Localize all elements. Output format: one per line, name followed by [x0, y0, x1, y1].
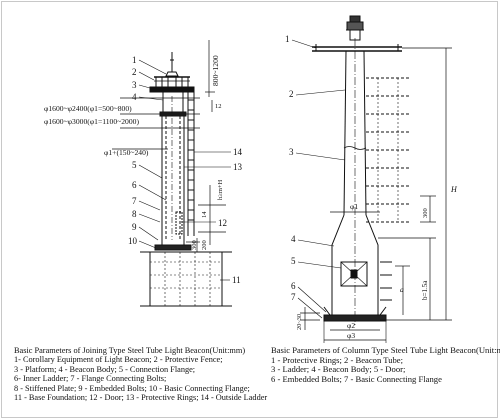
left-caption-line-2: 3 - Platform; 4 - Beacon Body; 5 - Conne…	[14, 364, 196, 374]
left-num-2: 2	[132, 67, 137, 77]
right-num-2: 2	[289, 89, 294, 99]
right-num-5: 5	[291, 256, 296, 266]
right-caption: Basic Parameters of Column Type Steel Tu…	[271, 345, 500, 384]
dim-300-right: 300	[422, 208, 429, 218]
upper-tube	[162, 91, 184, 113]
right-labels: 1 2 3 4 5 6 7	[285, 34, 296, 302]
dim-a: a	[400, 285, 404, 294]
basic-connecting-flange	[323, 306, 387, 322]
right-num-6: 6	[291, 281, 296, 291]
base-foundation	[140, 251, 232, 307]
dim-top-height: 800~1200	[211, 55, 220, 86]
left-num-6: 6	[132, 180, 137, 190]
joining-type-beacon-diagram	[112, 40, 232, 307]
left-num-12: 12	[218, 218, 227, 228]
left-num-8: 8	[132, 209, 137, 219]
dim-d2: φ1600~φ3000(φ1=1100~2000)	[44, 117, 139, 126]
left-num-14: 14	[233, 147, 243, 157]
left-caption-title: Basic Parameters of Joining Type Steel T…	[14, 346, 246, 355]
right-caption-line-1: 1 - Protective Rings; 2 - Beacon Tube;	[271, 354, 403, 365]
left-caption-line-4: 8 - Stiffened Plate; 9 - Embedded Bolts;…	[14, 383, 250, 393]
embedded-bolts	[380, 261, 392, 301]
right-caption-title: Basic Parameters of Column Type Steel Tu…	[271, 345, 500, 355]
right-caption-line-2: 3 - Ladder; 4 - Beacon Body; 5 - Door;	[271, 364, 406, 375]
left-num-7: 7	[132, 196, 137, 206]
lamp-icon	[165, 52, 179, 77]
dim-phi3: φ3	[347, 331, 355, 340]
left-num-11: 11	[232, 275, 241, 285]
column-type-beacon-diagram	[291, 15, 452, 343]
door	[340, 261, 368, 287]
left-num-3: 3	[132, 80, 137, 90]
right-num-7: 7	[291, 292, 296, 302]
dim-d1: φ1600~φ2400(φ1=500~800)	[44, 104, 132, 113]
dim-20-30: 20~30	[296, 314, 303, 330]
dim-phi1: φ1	[350, 202, 358, 211]
left-caption-line-1: 1- Corollary Equipment of Light Beacon; …	[14, 355, 223, 365]
dim-h: h≥m+H	[217, 179, 224, 200]
dim-phi2: φ2	[347, 321, 355, 330]
left-num-1: 1	[132, 55, 137, 65]
protective-fence	[154, 76, 190, 87]
lamp-icon	[346, 15, 364, 41]
left-caption-line-5: 11 - Base Foundation; 12 - Door; 13 - Pr…	[14, 393, 268, 403]
right-caption-line-3: 6 - Embedded Bolts; 7 - Basic Connecting…	[271, 373, 442, 384]
basic-flange	[154, 244, 192, 251]
dim-b: b=1.5a	[421, 280, 429, 300]
right-num-4: 4	[291, 234, 296, 244]
dim-300: 300	[191, 240, 198, 250]
left-caption: Basic Parameters of Joining Type Steel T…	[14, 346, 276, 402]
left-num-10: 10	[128, 236, 138, 246]
right-dimensions: H 300 φ1 b=1.5a a φ2 φ3 20~30	[296, 185, 458, 340]
door	[175, 211, 183, 235]
left-dimensions: 800~1200 12 φ1600~φ2400(φ1=500~800) φ160…	[44, 55, 224, 250]
beacon-body	[161, 96, 185, 245]
ladder	[366, 77, 410, 223]
right-num-1: 1	[285, 34, 290, 44]
left-num-4: 4	[132, 92, 137, 102]
left-labels: 1 2 3 4 5 6 7 8 9 10 11 12 13 14	[128, 55, 243, 285]
left-num-13: 13	[233, 162, 243, 172]
right-num-3: 3	[289, 147, 294, 157]
dim-d3: φ1+(150~240)	[104, 148, 149, 157]
left-num-9: 9	[132, 222, 137, 232]
protective-ring-top	[312, 44, 402, 52]
platform	[149, 86, 195, 93]
dim-H: H	[450, 185, 458, 194]
left-caption-line-3: 6- Inner Ladder; 7 - Flange Connecting B…	[14, 374, 167, 384]
dim-200: 200	[201, 240, 208, 250]
dim-14: 14	[201, 211, 208, 218]
dim-12-top: 12	[215, 103, 222, 110]
outside-ladder	[187, 92, 195, 236]
left-num-5: 5	[132, 160, 137, 170]
